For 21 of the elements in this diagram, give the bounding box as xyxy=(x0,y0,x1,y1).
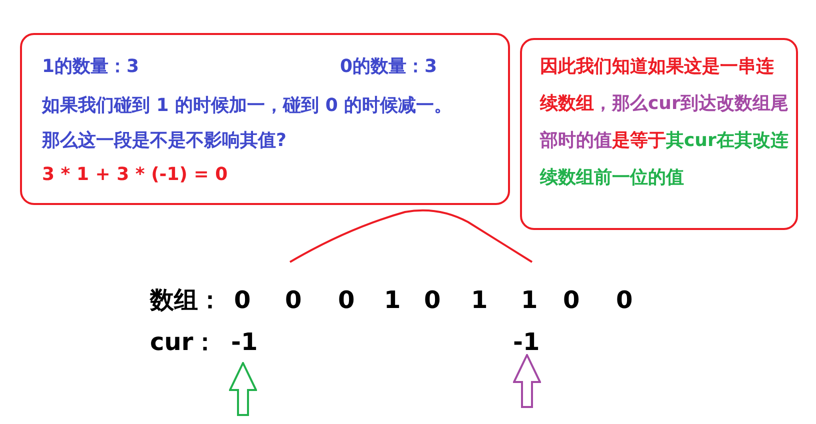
array-value: 0 xyxy=(424,285,441,316)
rule-text: 如果我们碰到 1 的时候加一，碰到 0 的时候减一。 xyxy=(42,94,452,118)
count-text: 0的数量：3 xyxy=(340,55,438,79)
count-text: 1的数量：3 xyxy=(42,55,140,79)
array-value: 1 xyxy=(384,285,401,316)
array-value: 1 xyxy=(521,285,538,316)
callout-box xyxy=(520,38,798,230)
formula-text: 3 * 1 + 3 * (-1) = 0 xyxy=(42,163,228,187)
callout-box xyxy=(20,33,510,205)
question-text: 那么这一段是不是不影响其值? xyxy=(42,129,286,153)
array-value: 0 xyxy=(563,285,580,316)
array-value: 1 xyxy=(471,285,488,316)
array-value: 0 xyxy=(234,285,251,316)
array-value: 0 xyxy=(285,285,302,316)
array-value: 0 xyxy=(338,285,355,316)
conclusion-text: 因此我们知道如果这是一串连续数组，那么cur到达改数组尾部时的值是等于其cur在其改连续数组前一位的值 xyxy=(540,55,790,190)
cur-value: -1 xyxy=(231,327,258,358)
row-label: cur： xyxy=(150,327,218,358)
cur-value: -1 xyxy=(513,327,540,358)
array-value: 0 xyxy=(616,285,633,316)
row-label: 数组： xyxy=(150,285,222,316)
